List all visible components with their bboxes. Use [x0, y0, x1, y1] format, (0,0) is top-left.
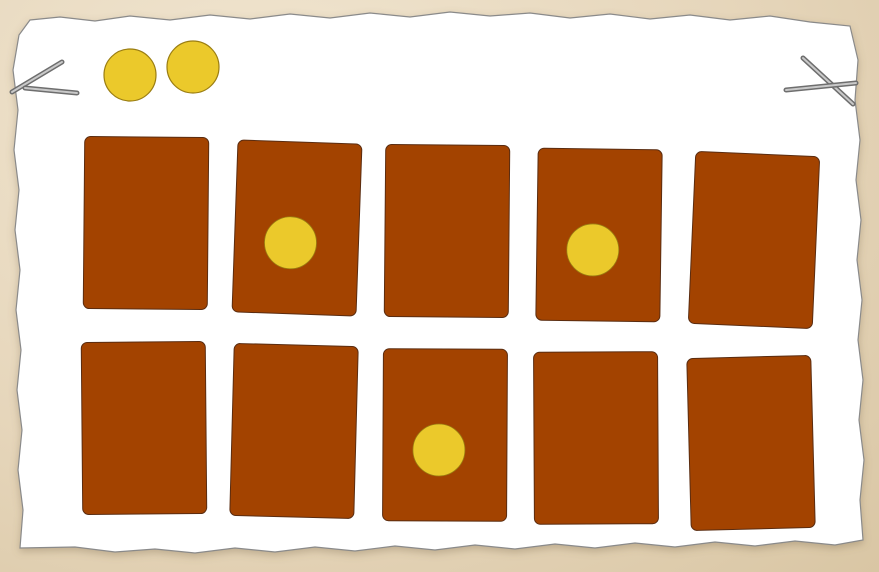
- card-back: [534, 352, 659, 525]
- card-back: [688, 151, 819, 328]
- card-r2-c1[interactable]: [81, 341, 206, 514]
- card-r1-c5[interactable]: [688, 151, 819, 328]
- card-back: [230, 343, 358, 518]
- card-r1-c2[interactable]: [232, 140, 362, 316]
- card-r1-c4[interactable]: [536, 148, 662, 322]
- token-icon: [566, 224, 619, 277]
- token-icon: [167, 41, 219, 93]
- card-back: [81, 341, 206, 514]
- card-back: [687, 355, 815, 530]
- card-back: [83, 136, 208, 309]
- card-r2-c4[interactable]: [534, 352, 659, 525]
- card-r1-c3[interactable]: [384, 144, 509, 317]
- card-r2-c3[interactable]: [383, 349, 508, 522]
- token-icon: [413, 424, 465, 476]
- card-r2-c5[interactable]: [687, 355, 815, 530]
- card-r2-c2[interactable]: [230, 343, 358, 518]
- token-icon: [104, 49, 156, 101]
- card-r1-c1[interactable]: [83, 136, 208, 309]
- card-back: [384, 144, 509, 317]
